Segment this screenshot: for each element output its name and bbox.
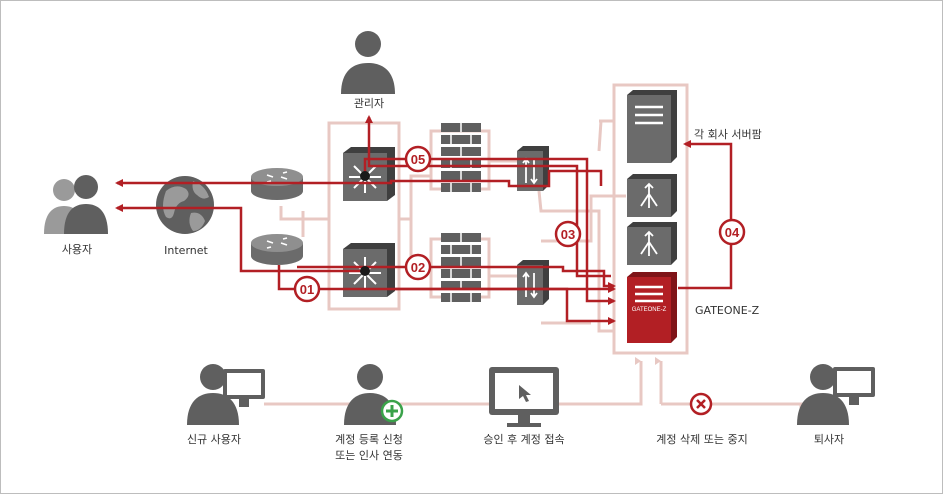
- step-badge-01: 01: [293, 275, 321, 303]
- step-label: 05: [411, 152, 425, 167]
- load-balancer-icon: [627, 222, 677, 265]
- request-label-line1: 계정 등록 신청: [335, 433, 403, 446]
- globe-icon: [156, 176, 214, 234]
- plus-icon: [380, 399, 404, 423]
- junction-dot: [360, 171, 370, 181]
- monitor-icon: [489, 367, 559, 427]
- server-farm-frame: [612, 83, 689, 355]
- firewall-icon: [441, 233, 481, 302]
- admin-person-icon: [341, 31, 395, 94]
- delete-label: 계정 삭제 또는 중지: [656, 433, 748, 446]
- step-badge-05: 05: [404, 145, 432, 173]
- flow-lines: [115, 115, 733, 325]
- switch-icon: [517, 146, 549, 191]
- step-label: 04: [725, 225, 740, 240]
- step-label: 03: [561, 227, 575, 242]
- servers-label: 각 회사 서버팜: [694, 128, 762, 141]
- request-label-line2: 또는 인사 연동: [335, 449, 403, 462]
- retired-label: 퇴사자: [813, 433, 845, 446]
- gateone-appliance: [627, 272, 677, 343]
- gateone-badge-label: GATEONE-Z: [631, 307, 667, 313]
- router-icon: [251, 234, 303, 265]
- retired-person-icon: [797, 364, 875, 425]
- step-label: 01: [300, 282, 314, 297]
- firewall-icon: [441, 123, 481, 192]
- step-label: 02: [411, 260, 425, 275]
- switch-group-frame: [327, 121, 401, 311]
- load-balancer-icon: [627, 174, 677, 217]
- x-icon: [689, 392, 713, 416]
- users-person-icon: [44, 175, 108, 234]
- internet-label: Internet: [164, 244, 208, 257]
- step-badge-02: 02: [404, 253, 432, 281]
- step-badge-04: 04: [718, 218, 746, 246]
- step-badge-03: 03: [554, 220, 582, 248]
- server-icon: [627, 90, 677, 163]
- new-user-person-icon: [187, 364, 265, 425]
- switch-icon: [517, 260, 549, 305]
- approve-label: 승인 후 계정 접속: [483, 433, 565, 446]
- new-user-label: 신규 사용자: [186, 433, 242, 446]
- junction-dot: [360, 266, 370, 276]
- admin-label: 관리자: [353, 97, 385, 110]
- users-label: 사용자: [61, 243, 93, 256]
- gateone-label: GATEONE-Z: [695, 304, 760, 317]
